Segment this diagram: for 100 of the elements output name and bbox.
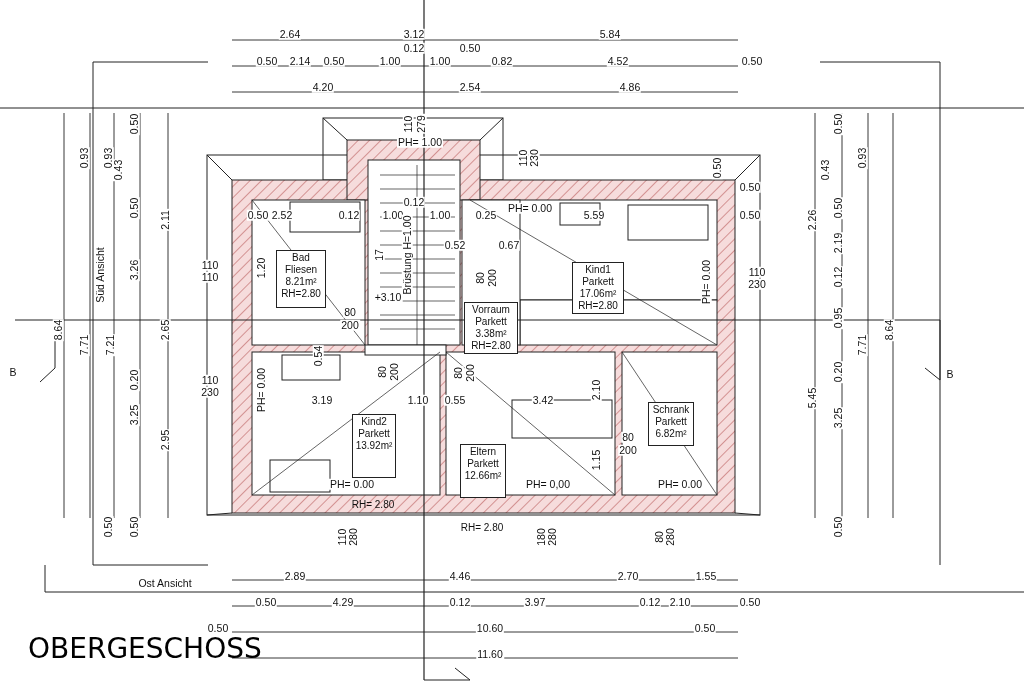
dimension-label: 230 (747, 278, 767, 290)
dimension-label: 200 (388, 362, 400, 382)
dimension-label: 0.50 (832, 515, 844, 539)
dimension-label: 17 (373, 248, 385, 262)
dimension-label: 0.50 (128, 196, 140, 220)
dimension-label: 2.10 (668, 596, 692, 608)
dimension-label: 0.67 (497, 239, 521, 251)
dimension-label: 110 (200, 374, 220, 386)
dimension-label: 2.89 (283, 570, 307, 582)
dimension-label: 110 (402, 114, 414, 134)
dimension-label: 0.50 (102, 515, 114, 539)
plan-note: Brüstung H=1.00 (401, 214, 413, 296)
plan-note: Süd Ansicht (94, 246, 106, 304)
dimension-label: 0.50 (255, 55, 279, 67)
dimension-label: 110 (200, 271, 220, 283)
dimension-label: 0.50 (711, 156, 723, 180)
dimension-label: 11.60 (476, 648, 504, 660)
dimension-label: 3.25 (128, 403, 140, 427)
dimension-label: 4.46 (448, 570, 472, 582)
dimension-label: 80 (474, 271, 486, 285)
dimension-label: 0.50 (738, 181, 762, 193)
dimension-label: 3.12 (402, 28, 426, 40)
dimension-label: 5.59 (582, 209, 606, 221)
plan-note: PH= 0.00 (328, 478, 376, 490)
dimension-label: 5.45 (806, 386, 818, 410)
dimension-label: 7.71 (856, 333, 868, 357)
dimension-label: 0.93 (856, 146, 868, 170)
dimension-label: 0.50 (738, 209, 762, 221)
dimension-label: 0.93 (78, 146, 90, 170)
dimension-label: 8.64 (52, 318, 64, 342)
dimension-label: 200 (340, 319, 360, 331)
dimension-label: 200 (486, 268, 498, 288)
dimension-label: 0.12 (402, 196, 426, 208)
section-marker: B (945, 368, 955, 380)
dimension-label: 2.26 (806, 208, 818, 232)
dimension-label: 3.97 (523, 596, 547, 608)
room-label-box: Bad Fliesen 8.21m² RH=2.80 (276, 250, 326, 308)
dimension-label: 230 (200, 386, 220, 398)
dimension-label: 2.95 (159, 428, 171, 452)
dimension-label: 280 (347, 527, 359, 547)
dimension-label: 0.93 (102, 146, 114, 170)
dimension-label: 0.50 (458, 42, 482, 54)
dimension-label: 230 (528, 148, 540, 168)
dimension-label: 0.50 (254, 596, 278, 608)
dimension-label: 4.20 (311, 81, 335, 93)
dimension-label: 3.19 (310, 394, 334, 406)
dimension-label: 0.55 (443, 394, 467, 406)
dimension-label: 280 (546, 527, 558, 547)
dimension-label: 279 (415, 114, 427, 134)
dimension-label: 280 (664, 527, 676, 547)
dimension-label: 4.52 (606, 55, 630, 67)
room-label-box: Kind2 Parkett 13.92m² (352, 414, 396, 478)
room-label-box: Schrank Parkett 6.82m² (648, 402, 694, 446)
dimension-label: 80 (653, 530, 665, 544)
dimension-label: 4.86 (618, 81, 642, 93)
dimension-label: 1.00 (378, 55, 402, 67)
dimension-label: 0.12 (638, 596, 662, 608)
dimension-label: 7.71 (78, 333, 90, 357)
dimension-label: 200 (618, 444, 638, 456)
room-label-box: Vorraum Parkett 3.38m² RH=2.80 (464, 302, 518, 354)
dimension-label: 0.12 (832, 265, 844, 289)
dimension-label: 0.25 (474, 209, 498, 221)
dimension-label: 180 (535, 527, 547, 547)
dimension-label: 0.12 (337, 209, 361, 221)
dimension-label: 2.54 (458, 81, 482, 93)
dimension-label: 0.50 (832, 196, 844, 220)
dimension-label: 10.60 (475, 622, 505, 634)
dimension-label: 0.43 (112, 158, 124, 182)
dimension-label: 2.52 (270, 209, 294, 221)
dimension-label: 0.95 (832, 306, 844, 330)
dimension-label: 0.50 (740, 55, 764, 67)
dimension-label: 5.84 (598, 28, 622, 40)
dimension-label: 0.50 (206, 622, 230, 634)
dimension-label: 200 (464, 363, 476, 383)
dimension-label: 7.21 (104, 333, 116, 357)
dimension-label: 0.50 (128, 112, 140, 136)
dimension-label: 2.14 (288, 55, 312, 67)
plan-note: PH= 0.00 (255, 366, 267, 414)
dimension-label: 0.43 (819, 158, 831, 182)
dimension-label: 1.10 (406, 394, 430, 406)
dimension-label: 1.15 (590, 448, 602, 472)
dimension-label: 110 (747, 266, 767, 278)
dimension-label: 8.64 (883, 318, 895, 342)
plan-note: PH= 0.00 (656, 478, 704, 490)
dimension-label: +3.10 (373, 291, 403, 303)
plan-note: Ost Ansicht (137, 577, 193, 589)
plan-note: PH= 0.00 (506, 202, 554, 214)
dimension-label: 1.00 (381, 209, 405, 221)
dimension-label: 80 (621, 431, 635, 443)
dimension-label: 3.26 (128, 258, 140, 282)
dimension-label: 0.12 (448, 596, 472, 608)
dimension-label: 1.00 (428, 209, 452, 221)
dimension-label: 0.12 (402, 42, 426, 54)
dimension-label: 80 (343, 306, 357, 318)
section-marker: B (8, 366, 18, 378)
dimension-label: 2.70 (616, 570, 640, 582)
dimension-label: 2.10 (590, 378, 602, 402)
floor-title: OBERGESCHOSS (28, 632, 262, 665)
dimension-label: 0.52 (443, 239, 467, 251)
dimension-label: 110 (200, 259, 220, 271)
